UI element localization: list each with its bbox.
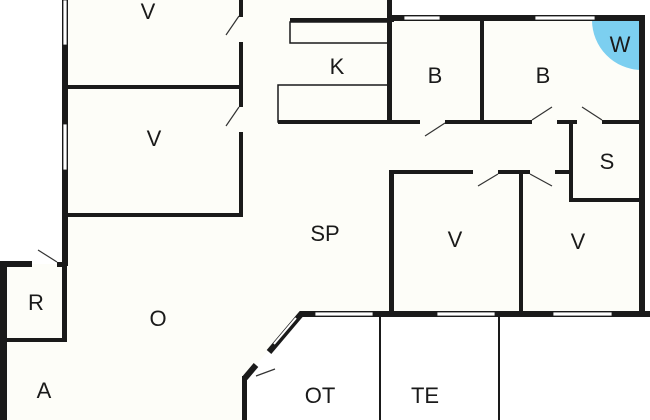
room-label-hall: A (37, 378, 52, 403)
door-swings (37, 15, 603, 377)
room-label-wet-zone: W (610, 32, 631, 57)
wet-zone-shape (592, 20, 641, 70)
room-label-utility: R (28, 290, 44, 315)
room-label-kitchen: K (330, 54, 345, 79)
room-label-terrace: TE (411, 383, 439, 408)
room-label-bedroom-4: V (571, 229, 586, 254)
room-label-bedroom-3: V (448, 227, 463, 252)
room-label-covered-terrace: OT (305, 383, 336, 408)
room-label-bathroom-1: B (428, 63, 443, 88)
room-label-bedroom-2: V (147, 126, 162, 151)
room-label-bedroom-1: V (141, 0, 156, 24)
room-label-bathroom-2: B (536, 63, 551, 88)
room-label-storage: S (600, 149, 615, 174)
room-label-dining: SP (310, 221, 339, 246)
room-label-living: O (149, 306, 166, 331)
